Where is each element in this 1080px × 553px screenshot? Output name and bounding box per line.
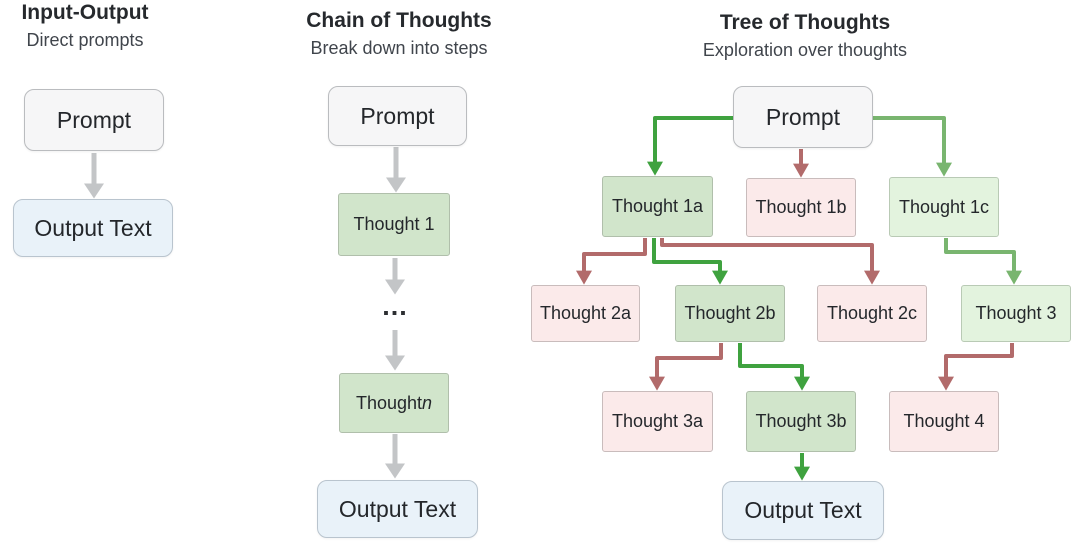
tot-thought-2a-node: Thought 2a <box>531 285 640 342</box>
cot-ellipsis: ... <box>382 291 408 321</box>
edge-tot-t1a-t2b <box>652 238 728 285</box>
panel-subtitle-tree-of-thoughts: Exploration over thoughts <box>702 40 908 61</box>
panel-header-tree-of-thoughts: Tree of Thoughts Exploration over though… <box>640 10 970 63</box>
panel-title-chain-of-thoughts: Chain of Thoughts <box>306 9 492 32</box>
edge-tot-t3-t4 <box>938 343 1014 391</box>
tot-thought-1b-node: Thought 1b <box>746 178 856 237</box>
tot-thought-3-node: Thought 3 <box>961 285 1071 342</box>
panel-header-input-output: Input-Output Direct prompts <box>0 0 170 53</box>
panel-title-input-output: Input-Output <box>21 1 149 24</box>
panel-subtitle-input-output: Direct prompts <box>26 30 144 51</box>
tot-thought-3a-node: Thought 3a <box>602 391 713 452</box>
cot-prompt-node: Prompt <box>328 86 467 146</box>
tot-thought-2c-node: Thought 2c <box>817 285 927 342</box>
tot-thought-4-node: Thought 4 <box>889 391 999 452</box>
edge-tot-prompt-t1a <box>647 116 733 176</box>
cot-thought-n-node: Thought n <box>339 373 449 433</box>
cot-thought-1-node: Thought 1 <box>338 193 450 256</box>
edge-tot-t2b-t3b <box>738 343 810 391</box>
panel-subtitle-chain-of-thoughts: Break down into steps <box>310 38 488 59</box>
io-output-node: Output Text <box>13 199 173 257</box>
panel-header-chain-of-thoughts: Chain of Thoughts Break down into steps <box>277 8 521 61</box>
tot-thought-1c-node: Thought 1c <box>889 177 999 237</box>
tot-thought-1a-node: Thought 1a <box>602 176 713 237</box>
tot-prompt-node: Prompt <box>733 86 873 148</box>
tot-output-node: Output Text <box>722 481 884 540</box>
edge-tot-t1a-t2a <box>576 238 647 285</box>
io-prompt-node: Prompt <box>24 89 164 151</box>
edge-tot-prompt-t1c <box>873 116 952 177</box>
tot-thought-2b-node: Thought 2b <box>675 285 785 342</box>
cot-output-node: Output Text <box>317 480 478 538</box>
panel-title-tree-of-thoughts: Tree of Thoughts <box>719 11 891 34</box>
edge-tot-t1c-t3 <box>944 238 1022 285</box>
tot-thought-3b-node: Thought 3b <box>746 391 856 452</box>
edge-tot-t2b-t3a <box>649 343 723 391</box>
edge-tot-t1a-t2c <box>660 238 880 285</box>
cot-thought-n-label: Thought <box>355 392 423 413</box>
cot-thought-n-variable: n <box>422 392 433 413</box>
